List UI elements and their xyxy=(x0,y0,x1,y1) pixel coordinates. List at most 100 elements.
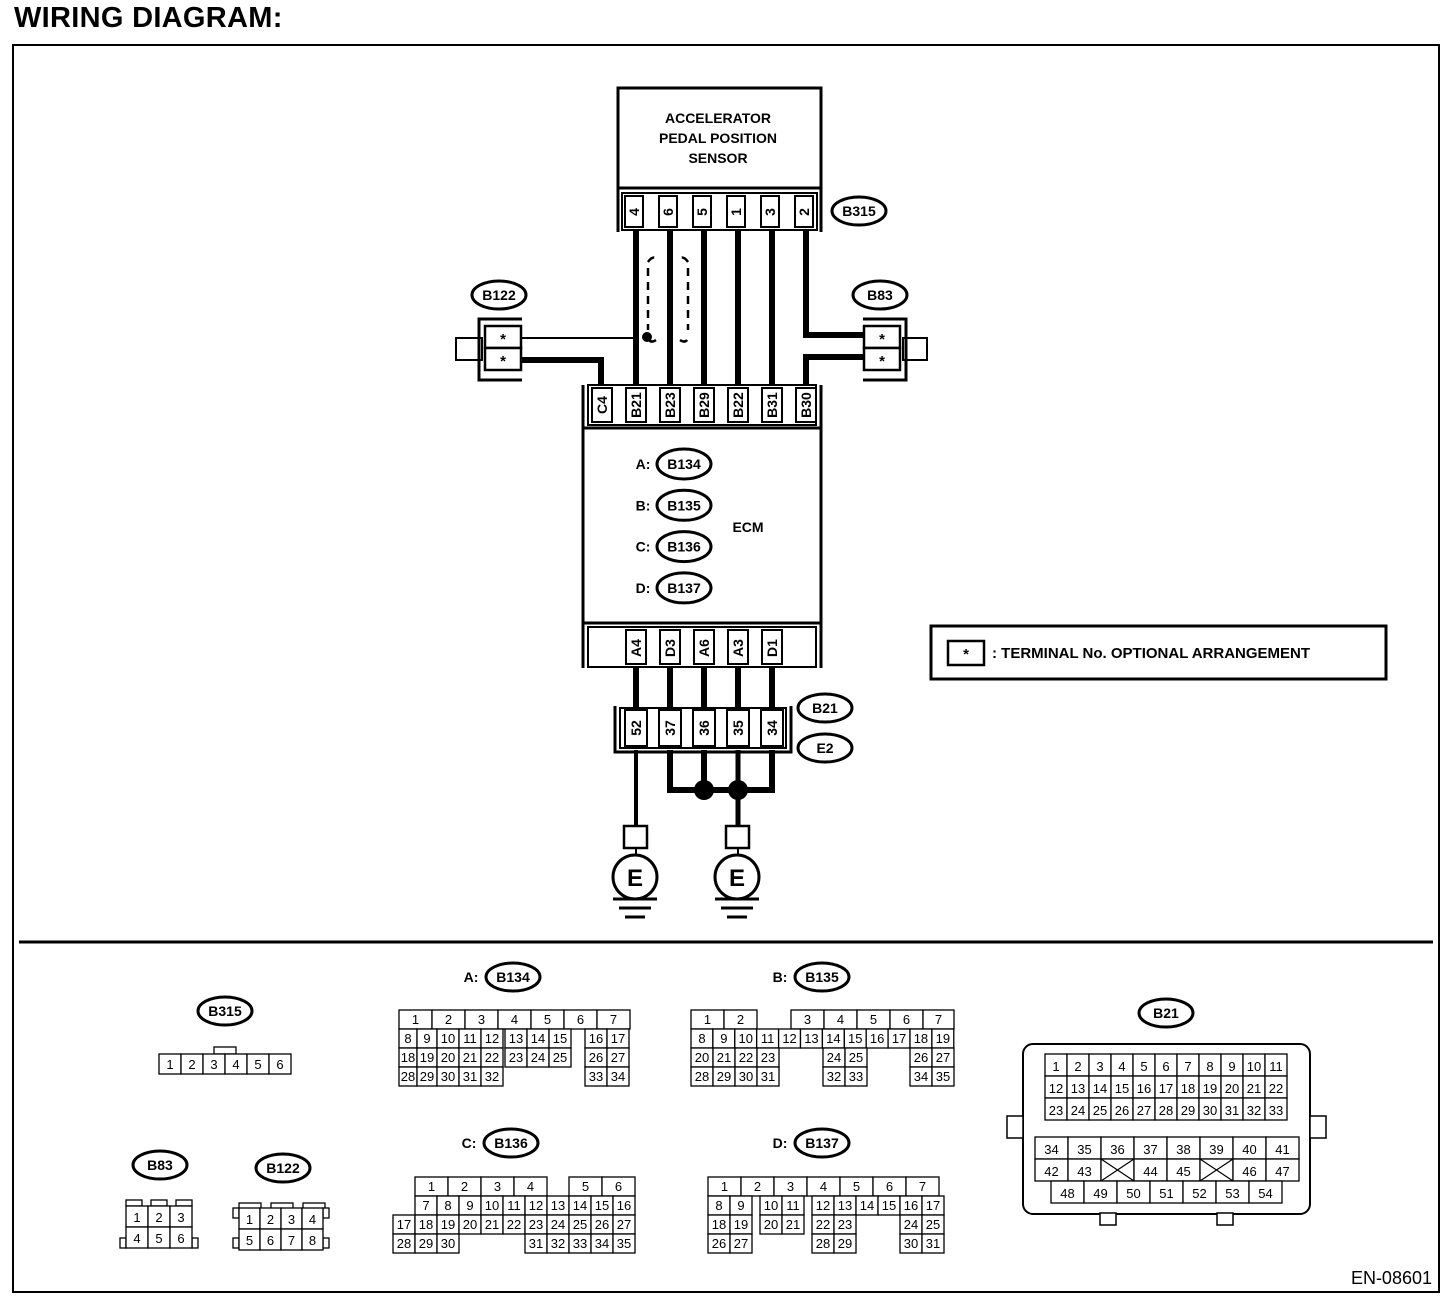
sensor-pin: 6 xyxy=(660,208,676,216)
pin-number: 29 xyxy=(1181,1103,1195,1118)
pin-number: 31 xyxy=(463,1069,477,1084)
pin-number: 41 xyxy=(1275,1142,1289,1157)
pin-number: 2 xyxy=(1074,1059,1081,1074)
pin-number: 12 xyxy=(782,1031,796,1046)
ecm-top-pin: B30 xyxy=(798,392,814,418)
pin-number: 9 xyxy=(737,1198,744,1213)
ecm-connector-letter: D: xyxy=(636,580,651,596)
pin-cell xyxy=(1264,1097,1288,1121)
svg-text:B29: B29 xyxy=(696,392,712,418)
pin-cell xyxy=(931,1066,955,1087)
pin-number: 24 xyxy=(1071,1103,1085,1118)
pin-number: 17 xyxy=(397,1217,411,1232)
splice-dot xyxy=(728,780,748,800)
pin-number: 12 xyxy=(485,1031,499,1046)
ecm-bottom-pin: A3 xyxy=(730,639,746,657)
pin-number: 34 xyxy=(595,1236,609,1251)
wires-ecm-to-joint xyxy=(633,667,775,708)
pin-number: 7 xyxy=(610,1012,617,1027)
pin-number: 13 xyxy=(551,1198,565,1213)
ecm-top-pin: B31 xyxy=(764,392,780,418)
pin-number: 25 xyxy=(849,1050,863,1065)
pin-cell xyxy=(268,1053,292,1075)
pin-number: 28 xyxy=(816,1236,830,1251)
joint-pin: 35 xyxy=(730,720,746,736)
connector-id: B134 xyxy=(496,969,530,985)
wire-pin2-b83 xyxy=(803,230,866,338)
pin-number: 21 xyxy=(786,1217,800,1232)
pin-number: 21 xyxy=(463,1050,477,1065)
joint-pin: 52 xyxy=(628,720,644,736)
pin-number: 25 xyxy=(926,1217,940,1232)
pin-number: 13 xyxy=(804,1031,818,1046)
pin-number: 19 xyxy=(420,1050,434,1065)
sensor-pin: 5 xyxy=(694,208,710,216)
pin-number: 9 xyxy=(1228,1059,1235,1074)
pin-number: 15 xyxy=(882,1198,896,1213)
pin-number: 16 xyxy=(870,1031,884,1046)
pin-number: 10 xyxy=(764,1198,778,1213)
pin-number: 11 xyxy=(1269,1059,1283,1074)
pin-cell xyxy=(606,1066,630,1087)
pin-cell xyxy=(833,1233,857,1254)
pin-number: 19 xyxy=(441,1217,455,1232)
pin-number: 13 xyxy=(838,1198,852,1213)
pin-number: 1 xyxy=(1052,1059,1059,1074)
pin-number: 3 xyxy=(177,1210,184,1225)
svg-text:B83: B83 xyxy=(867,287,893,303)
pin-number: 14 xyxy=(826,1031,840,1046)
pin-number: 50 xyxy=(1126,1186,1140,1201)
pin-number: 33 xyxy=(589,1069,603,1084)
pin-number: 17 xyxy=(926,1198,940,1213)
pin-number: 45 xyxy=(1176,1164,1190,1179)
connector-view-title: D:B137 xyxy=(773,1127,851,1159)
joint-pin: 34 xyxy=(764,720,780,736)
pin-number: 29 xyxy=(717,1069,731,1084)
pin-number: 24 xyxy=(904,1217,918,1232)
connector-prefix: D: xyxy=(773,1135,788,1151)
shield-ground-dot xyxy=(642,332,652,342)
svg-text:B30: B30 xyxy=(798,392,814,418)
sensor-name-line-1: ACCELERATOR xyxy=(665,110,771,126)
pin-number: 53 xyxy=(1225,1186,1239,1201)
connector-b122-inline: B122 * * xyxy=(455,279,528,382)
pin-number: 4 xyxy=(232,1057,239,1072)
pin-number: 22 xyxy=(816,1217,830,1232)
pin-number: 20 xyxy=(1225,1081,1239,1096)
pin-number: 46 xyxy=(1242,1164,1256,1179)
connector-tag-b21 xyxy=(796,692,854,724)
sensor-pin: 3 xyxy=(762,208,778,216)
connector-id: B21 xyxy=(1153,1005,1179,1021)
b83-pin-1: * xyxy=(879,331,885,348)
ground-symbol-1: E xyxy=(611,824,659,919)
connector-prefix: A: xyxy=(464,969,479,985)
pin-number: 7 xyxy=(422,1198,429,1213)
ecm-bottom-pin: D1 xyxy=(764,639,780,657)
pin-number: 20 xyxy=(463,1217,477,1232)
wire-b83-b30 xyxy=(803,354,866,388)
pin-number: 6 xyxy=(615,1179,622,1194)
pin-number: 2 xyxy=(267,1212,274,1227)
pin-number: 27 xyxy=(617,1217,631,1232)
pin-number: 22 xyxy=(739,1050,753,1065)
pin-number: 33 xyxy=(573,1236,587,1251)
svg-text:A6: A6 xyxy=(696,639,712,657)
splice-dot xyxy=(694,780,714,800)
connector-view-title: B122 xyxy=(254,1152,312,1184)
pin-number: 21 xyxy=(1247,1081,1261,1096)
ecm-connector-letter: A: xyxy=(636,456,651,472)
ecm-top-pin: B29 xyxy=(696,392,712,418)
footer-code: EN-08601 xyxy=(1351,1268,1432,1288)
pin-number: 3 xyxy=(1096,1059,1103,1074)
connector-b83-inline: B83 * * xyxy=(851,279,928,382)
pin-number: 4 xyxy=(133,1231,140,1246)
pin-number: 6 xyxy=(903,1012,910,1027)
pin-number: 27 xyxy=(936,1050,950,1065)
svg-text:E: E xyxy=(729,865,745,892)
svg-text:35: 35 xyxy=(730,720,746,736)
